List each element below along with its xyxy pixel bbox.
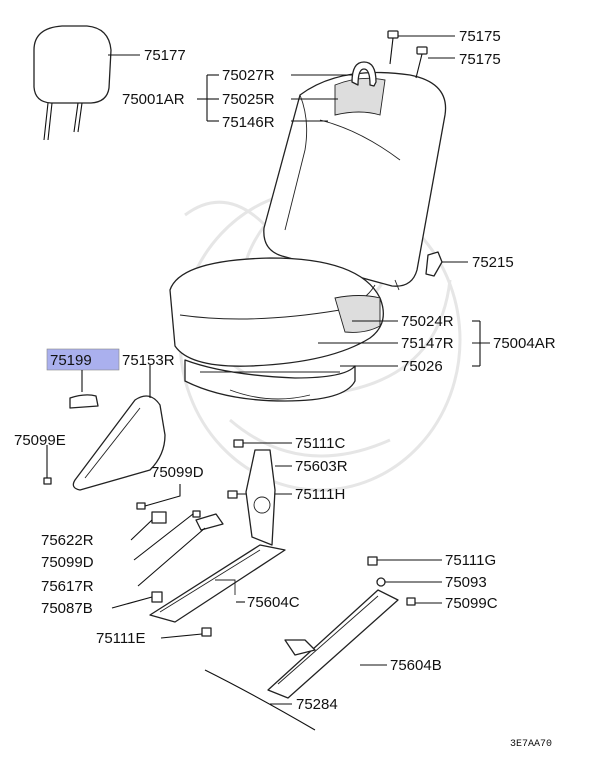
seatback[interactable] xyxy=(263,61,447,291)
bracket-75215[interactable] xyxy=(425,251,443,277)
label-75004AR: 75004AR xyxy=(493,335,556,352)
bolt-75111E[interactable] xyxy=(160,627,212,639)
label-75027R: 75027R xyxy=(222,67,275,84)
part-75199-highlight[interactable] xyxy=(46,348,120,371)
label-75284: 75284 xyxy=(296,696,338,713)
label-75603R: 75603R xyxy=(295,458,348,475)
label-75147R: 75147R xyxy=(401,335,454,352)
recliner-75603R[interactable] xyxy=(245,449,292,546)
label-75087B: 75087B xyxy=(41,600,93,617)
label-75177: 75177 xyxy=(144,47,186,64)
pin-75175-upper[interactable] xyxy=(387,30,399,65)
label-75111G: 75111G xyxy=(445,552,496,569)
slide-rail-75604B[interactable] xyxy=(267,589,399,699)
label-75622R: 75622R xyxy=(41,532,94,549)
label-75025R: 75025R xyxy=(222,91,275,108)
group-bracket-75004AR xyxy=(318,320,490,367)
cover-75199[interactable] xyxy=(69,370,99,409)
label-75099E: 75099E xyxy=(14,432,66,449)
label-75026: 75026 xyxy=(401,358,443,375)
bolt-75111C[interactable] xyxy=(233,439,292,448)
drawing-code: 3E7AA70 xyxy=(510,739,552,750)
label-75001AR: 75001AR xyxy=(122,91,185,108)
wire-75284[interactable] xyxy=(204,669,316,731)
label-75604B: 75604B xyxy=(390,657,442,674)
seat-cushion[interactable] xyxy=(169,257,384,402)
label-75604C: 75604C xyxy=(247,594,300,611)
label-75215: 75215 xyxy=(472,254,514,271)
nut-75093[interactable] xyxy=(376,577,442,587)
label-75111H: 75111H xyxy=(295,486,345,503)
headrest[interactable] xyxy=(33,25,112,141)
leader-lines xyxy=(46,35,468,460)
lever-75617R[interactable] xyxy=(137,513,224,587)
bolt-75099D-lower[interactable] xyxy=(133,510,201,561)
pin-75175-lower[interactable] xyxy=(415,46,428,79)
label-75099D-lower: 75099D xyxy=(41,554,94,571)
label-75199[interactable]: 75199 xyxy=(50,352,92,369)
label-75175-upper: 75175 xyxy=(459,28,501,45)
bolt-75111G[interactable] xyxy=(367,556,442,566)
label-75153R: 75153R xyxy=(122,352,175,369)
bolt-75099C[interactable] xyxy=(406,597,442,606)
label-75024R: 75024R xyxy=(401,313,454,330)
clip-75622R[interactable] xyxy=(130,511,167,541)
label-75093: 75093 xyxy=(445,574,487,591)
bolt-75099E[interactable] xyxy=(43,460,52,485)
nut-75087B[interactable] xyxy=(111,591,163,609)
label-75175-lower: 75175 xyxy=(459,51,501,68)
slide-rail-75604C[interactable] xyxy=(149,544,286,623)
side-shield-75153R[interactable] xyxy=(72,365,166,491)
group-bracket-75001AR xyxy=(197,74,352,122)
label-75099D-upper: 75099D xyxy=(151,464,204,481)
bolt-75099D-upper[interactable] xyxy=(136,484,181,510)
label-75146R: 75146R xyxy=(222,114,275,131)
label-75111C: 75111C xyxy=(295,435,345,452)
label-75099C: 75099C xyxy=(445,595,498,612)
label-75617R: 75617R xyxy=(41,578,94,595)
label-75111E: 75111E xyxy=(96,630,146,647)
